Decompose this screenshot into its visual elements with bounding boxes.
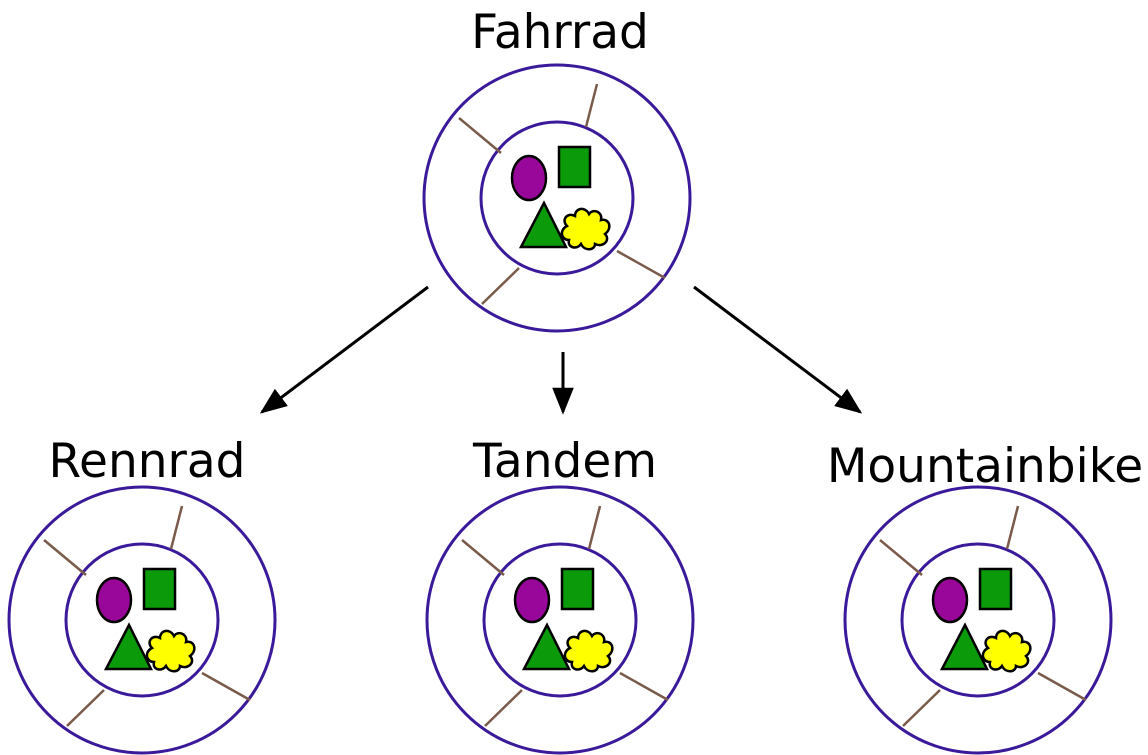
square-shape bbox=[560, 567, 595, 611]
child-label-rennrad: Rennrad bbox=[49, 434, 246, 489]
child-label-mountainbike: Mountainbike bbox=[827, 439, 1143, 494]
cloud-shape bbox=[560, 207, 611, 251]
ring-spoke bbox=[458, 117, 502, 154]
square-shape bbox=[978, 567, 1013, 611]
ring-spoke bbox=[201, 671, 251, 702]
ring-spoke bbox=[66, 689, 105, 727]
ring-spoke bbox=[484, 689, 523, 727]
inner-ring bbox=[64, 542, 220, 698]
arrow-to-mountainbike bbox=[693, 285, 863, 414]
triangle-shape bbox=[939, 622, 990, 671]
ring-spoke bbox=[481, 267, 520, 305]
object-node-rennrad bbox=[7, 485, 277, 755]
ring-spoke bbox=[587, 505, 602, 550]
ellipse-shape bbox=[513, 576, 551, 624]
object-node-mountainbike bbox=[843, 485, 1113, 755]
ring-spoke bbox=[169, 505, 184, 550]
ring-spoke bbox=[1005, 505, 1020, 550]
ellipse-shape bbox=[931, 576, 969, 624]
object-node-tandem bbox=[425, 485, 695, 755]
ring-spoke bbox=[461, 539, 505, 576]
ring-spoke bbox=[902, 689, 941, 727]
triangle-shape bbox=[103, 622, 154, 671]
ellipse-shape bbox=[95, 576, 133, 624]
outer-ring bbox=[7, 485, 277, 755]
ring-spoke bbox=[1037, 671, 1087, 702]
cloud-shape bbox=[563, 629, 614, 673]
ring-spoke bbox=[616, 249, 666, 280]
arrow-to-rennrad bbox=[259, 285, 429, 414]
inner-ring bbox=[900, 542, 1056, 698]
child-label-tandem: Tandem bbox=[472, 434, 657, 489]
cloud-shape bbox=[981, 629, 1032, 673]
ring-spoke bbox=[619, 671, 669, 702]
square-shape bbox=[142, 567, 177, 611]
ellipse-shape bbox=[510, 154, 548, 202]
triangle-shape bbox=[521, 622, 572, 671]
outer-ring bbox=[422, 63, 692, 333]
cloud-shape bbox=[145, 629, 196, 673]
square-shape bbox=[557, 145, 592, 189]
object-node-fahrrad bbox=[422, 63, 692, 333]
triangle-shape bbox=[518, 200, 569, 249]
inner-ring bbox=[479, 120, 635, 276]
ring-spoke bbox=[584, 83, 599, 128]
root-label: Fahrrad bbox=[471, 5, 649, 60]
inner-ring bbox=[482, 542, 638, 698]
ring-spoke bbox=[879, 539, 923, 576]
outer-ring bbox=[425, 485, 695, 755]
ring-spoke bbox=[43, 539, 87, 576]
outer-ring bbox=[843, 485, 1113, 755]
